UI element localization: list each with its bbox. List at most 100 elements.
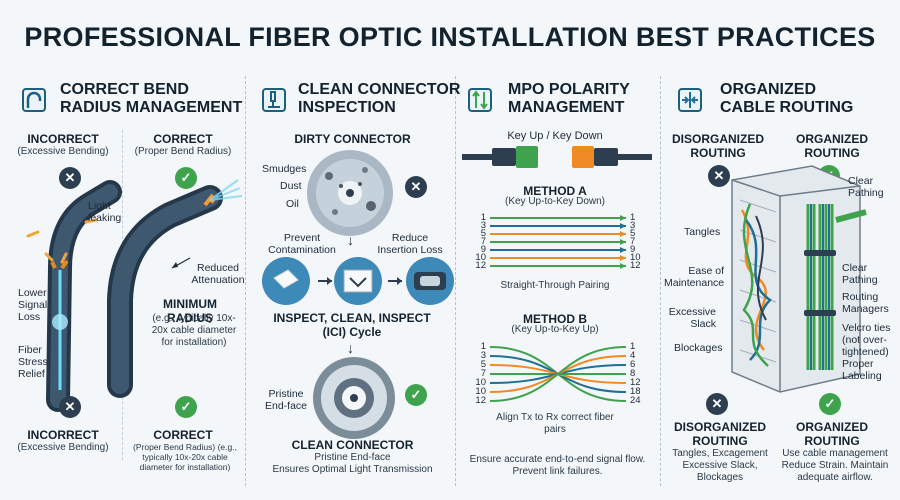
panel-divider bbox=[245, 76, 246, 486]
panel-divider bbox=[455, 76, 456, 486]
clear-pathing-top-label: Clear Pathing bbox=[848, 175, 884, 199]
lower-signal-loss-label: Lower Signal Loss bbox=[18, 287, 48, 323]
org-bottom-heading: ORGANIZED ROUTING bbox=[796, 420, 868, 448]
correct-bottom-heading: CORRECT bbox=[153, 428, 213, 442]
bend-title-line2: RADIUS MANAGEMENT bbox=[60, 99, 243, 116]
dust-label: Dust bbox=[280, 180, 302, 192]
fiber-number: 1 bbox=[630, 341, 636, 352]
disorg-bottom-sub: Tangles, Excagement Excessive Slack, Blo… bbox=[672, 448, 768, 483]
reduce-loss-label: Reduce Insertion Loss bbox=[377, 232, 443, 256]
sharp-bend-cable bbox=[26, 180, 122, 412]
mpo-title-line1: MPO POLARITY bbox=[508, 81, 630, 98]
disorg-x-icon: ✕ bbox=[708, 165, 730, 187]
method-b-sub: (Key Up-to-Key Up) bbox=[511, 324, 599, 335]
gentle-bend-cable bbox=[107, 179, 243, 398]
ici-cycle-heading: INSPECT, CLEAN, INSPECT (ICI) Cycle bbox=[273, 311, 431, 339]
inspection-title-line2: INSPECTION bbox=[298, 99, 396, 116]
fiber-number: 3 bbox=[630, 220, 636, 231]
key-label: Key Up / Key Down bbox=[507, 130, 603, 142]
dirty-x-icon: ✕ bbox=[405, 176, 427, 198]
inspection-title-line1: CLEAN CONNECTOR bbox=[298, 81, 461, 98]
tangles-label: Tangles bbox=[684, 226, 721, 238]
fiber-number: 8 bbox=[630, 368, 636, 379]
microscope-icon bbox=[262, 88, 286, 112]
mpo-title-line2: MANAGEMENT bbox=[508, 99, 625, 116]
ease-label: Ease of Maintenance bbox=[664, 265, 725, 289]
incorrect-bottom-x-icon: ✕ bbox=[59, 396, 81, 418]
fiber-number: 12 bbox=[630, 377, 641, 388]
correct-top-sub: (Proper Bend Radius) bbox=[134, 146, 232, 157]
dirty-connector-heading: DIRTY CONNECTOR bbox=[294, 132, 411, 146]
clean-endface bbox=[313, 357, 395, 439]
fiber-number: 4 bbox=[630, 350, 636, 361]
fiber-number: 10 bbox=[630, 252, 641, 263]
mpo-footer-2: Prevent link failures. bbox=[512, 466, 603, 477]
fiber-number: 12 bbox=[475, 260, 486, 271]
method-b-heading: METHOD B bbox=[523, 312, 587, 326]
excessive-slack-label: Excessive Slack bbox=[668, 306, 716, 330]
correct-top-heading: CORRECT bbox=[153, 132, 213, 146]
fiber-number: 3 bbox=[480, 350, 486, 361]
fiber-stress-label: Fiber Stress Relief bbox=[18, 344, 48, 380]
fiber-number: 10 bbox=[475, 377, 486, 388]
incorrect-bottom-sub: (Excessive Bending) bbox=[17, 442, 109, 453]
org-top-heading: ORGANIZED ROUTING bbox=[796, 132, 868, 160]
correct-bottom-sub: (Proper Bend Radius) (e.g., typically 10… bbox=[133, 442, 237, 472]
incorrect-bottom-heading: INCORRECT bbox=[27, 428, 99, 442]
arrow-down-icon: ↓ bbox=[347, 340, 354, 356]
arrow-down-icon: ↓ bbox=[347, 232, 354, 248]
method-a-sub: (Key Up-to-Key Down) bbox=[504, 196, 606, 207]
blockages-label: Blockages bbox=[674, 342, 723, 354]
bend-icon bbox=[22, 88, 46, 112]
correct-check-icon: ✓ bbox=[175, 167, 197, 189]
fiber-number: 6 bbox=[630, 359, 636, 370]
org-bottom-sub: Use cable management Reduce Strain. Main… bbox=[781, 448, 889, 483]
mpo-footer-1: Ensure accurate end-to-end signal flow. bbox=[469, 454, 646, 465]
fiber-number: 1 bbox=[480, 341, 486, 352]
smudges-label: Smudges bbox=[262, 163, 307, 175]
fiber-number: 9 bbox=[630, 244, 636, 255]
clear-pathing-label: Clear Pathing bbox=[842, 262, 878, 286]
fiber-number: 12 bbox=[630, 260, 641, 271]
bend-title-line1: CORRECT BEND bbox=[60, 81, 189, 98]
rack-illustration bbox=[731, 165, 867, 393]
fiber-number: 18 bbox=[630, 386, 641, 397]
fiber-number: 5 bbox=[480, 228, 486, 239]
velcro-label: Velcro ties (not over-tightened) bbox=[842, 322, 891, 358]
incorrect-x-icon: ✕ bbox=[59, 167, 81, 189]
fiber-number: 9 bbox=[480, 244, 486, 255]
fiber-number: 7 bbox=[480, 368, 486, 379]
method-b-caption: Align Tx to Rx correct fiber pairs bbox=[496, 412, 614, 435]
fiber-number: 5 bbox=[480, 359, 486, 370]
clean-connector-heading: CLEAN CONNECTOR bbox=[291, 438, 414, 452]
proper-labeling-label: Proper Labeling bbox=[842, 358, 882, 382]
clean-check-icon: ✓ bbox=[405, 384, 427, 406]
fiber-number: 5 bbox=[630, 228, 636, 239]
disorg-bottom-x-icon: ✕ bbox=[706, 393, 728, 415]
polarity-icon bbox=[468, 88, 492, 112]
fiber-number: 3 bbox=[480, 220, 486, 231]
incorrect-top-sub: (Excessive Bending) bbox=[17, 146, 109, 157]
fiber-number: 1 bbox=[630, 212, 636, 223]
reduced-attenuation-label: Reduced Attenuation bbox=[191, 262, 245, 286]
prevent-contamination-label: Prevent Contamination bbox=[268, 232, 336, 256]
correct-bottom-check-icon: ✓ bbox=[175, 396, 197, 418]
fiber-number: 7 bbox=[480, 236, 486, 247]
method-a-fibers bbox=[490, 215, 626, 269]
incorrect-top-heading: INCORRECT bbox=[27, 132, 99, 146]
fiber-number: 1 bbox=[480, 212, 486, 223]
fiber-number: 10 bbox=[475, 386, 486, 397]
method-b-fibers bbox=[489, 346, 627, 402]
routing-managers-label: Routing Managers bbox=[842, 291, 889, 315]
page-title: PROFESSIONAL FIBER OPTIC INSTALLATION BE… bbox=[24, 22, 876, 52]
fiber-number: 10 bbox=[475, 252, 486, 263]
org-bottom-check-icon: ✓ bbox=[819, 393, 841, 415]
dirty-endface bbox=[307, 150, 393, 236]
fiber-number: 7 bbox=[630, 236, 636, 247]
clean-sub1: Pristine End-face bbox=[314, 452, 391, 463]
light-leaking-label: Light leaking bbox=[88, 200, 122, 224]
min-radius-heading: MINIMUM RADIUS bbox=[163, 297, 217, 325]
method-a-heading: METHOD A bbox=[523, 184, 587, 198]
disorg-top-heading: DISORGANIZED ROUTING bbox=[671, 132, 764, 160]
pristine-label: Pristine End-face bbox=[264, 388, 308, 412]
